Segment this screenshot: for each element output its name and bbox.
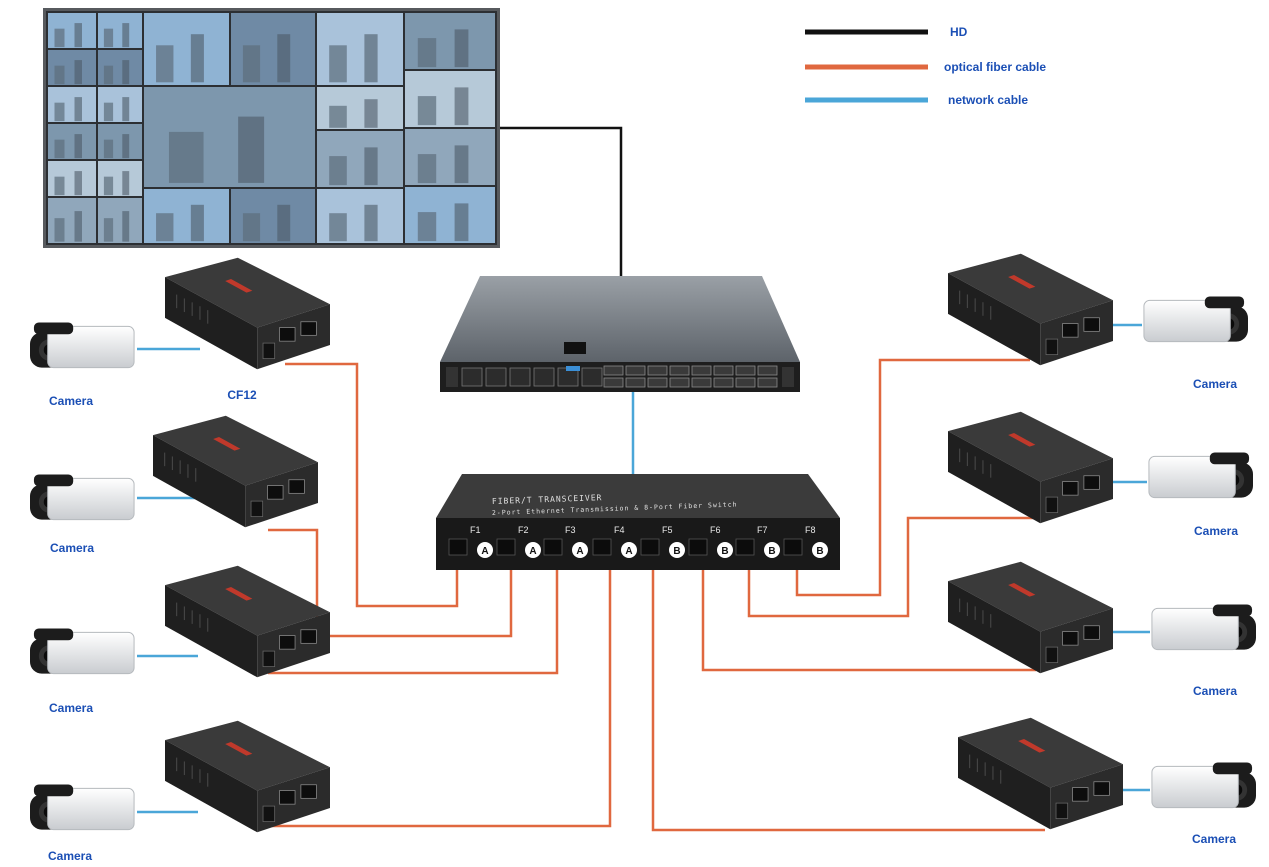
port-group-label: B [673,546,680,557]
legend-label: HD [950,25,968,39]
media-converter-icon [165,565,330,678]
media-converter-icon [948,411,1113,524]
camera-icon [1151,761,1256,809]
video-wall-icon [43,8,500,248]
switch-port-label: F8 [805,525,816,535]
camera-icon [30,783,135,831]
hd-cables [498,126,623,276]
switch-port-label: F6 [710,525,721,535]
legend-label: optical fiber cable [944,60,1046,74]
camera-icon [1151,603,1256,651]
switch-port-label: F1 [470,525,481,535]
hd-cable-wall-server [498,126,623,276]
port-group-label: A [481,546,488,557]
fiber-cable-f3 [268,556,559,675]
switch-port-label: F7 [757,525,768,535]
port-group-badge [621,542,637,558]
fiber-cable-f7 [747,516,1035,618]
switch-port-label: F3 [565,525,576,535]
port-group-label: A [529,546,536,557]
camera-label: Camera [49,701,93,715]
port-group-label: B [768,546,775,557]
camera-icon [1143,295,1248,343]
switch-port-label: F4 [614,525,625,535]
fiber-port [592,538,612,556]
camera-icon [30,627,135,675]
port-group-badge [717,542,733,558]
fiber-port [448,538,468,556]
fiber-port [688,538,708,556]
camera-labels: CameraCameraCameraCameraCameraCameraCame… [48,377,1238,863]
fiber-port [783,538,803,556]
converter-label: CF12 [227,388,257,402]
camera-label: Camera [50,541,94,555]
fiber-port [543,538,563,556]
port-group-badge [525,542,541,558]
switch-print-title: FIBER/T TRANSCEIVER [492,493,603,506]
server-drive-bays [461,365,778,388]
port-group-label: B [721,546,728,557]
switch-ports: F1A F2A F3A F4A F5B F6B F7B F8B [448,525,828,558]
switch-port-label: F2 [518,525,529,535]
fiber-cable-f1 [285,362,459,608]
rack-server-icon [440,276,800,392]
port-group-label: A [625,546,632,557]
port-group-label: A [576,546,583,557]
camera-icon [30,473,135,521]
legend: HD optical fiber cable network cable [805,25,1046,107]
camera-label: Camera [1193,684,1237,698]
port-group-badge [812,542,828,558]
legend-label: network cable [948,93,1028,107]
port-group-label: B [816,546,823,557]
port-group-badge [477,542,493,558]
camera-label: Camera [48,849,92,863]
camera-label: Camera [49,394,93,408]
camera-icon [1148,451,1253,499]
fiber-port [640,538,660,556]
media-converter-icon [948,253,1113,366]
switch-port-label: F5 [662,525,673,535]
media-converter-icon [165,257,330,370]
port-group-badge [572,542,588,558]
fiber-cables [268,358,1045,832]
media-converter-icon [153,415,318,528]
fiber-port [496,538,516,556]
media-converter-icon [948,561,1113,674]
camera-label: Camera [1192,832,1236,846]
camera-label: Camera [1194,524,1238,538]
media-converter-icon [165,720,330,833]
fiber-cable-f4 [268,556,612,828]
camera-label: Camera [1193,377,1237,391]
port-group-badge [669,542,685,558]
fiber-switch-icon: FIBER/T TRANSCEIVER 2-Port Ethernet Tran… [436,474,840,570]
fiber-cable-f6 [701,556,1036,672]
fiber-port [735,538,755,556]
video-wall-screens [46,11,497,245]
media-converter-icon [958,717,1123,830]
fiber-cable-f8 [795,358,1030,597]
network-cables [137,323,1150,814]
camera-icon [30,321,135,369]
port-group-badge [764,542,780,558]
fiber-cable-f5 [651,556,1045,832]
